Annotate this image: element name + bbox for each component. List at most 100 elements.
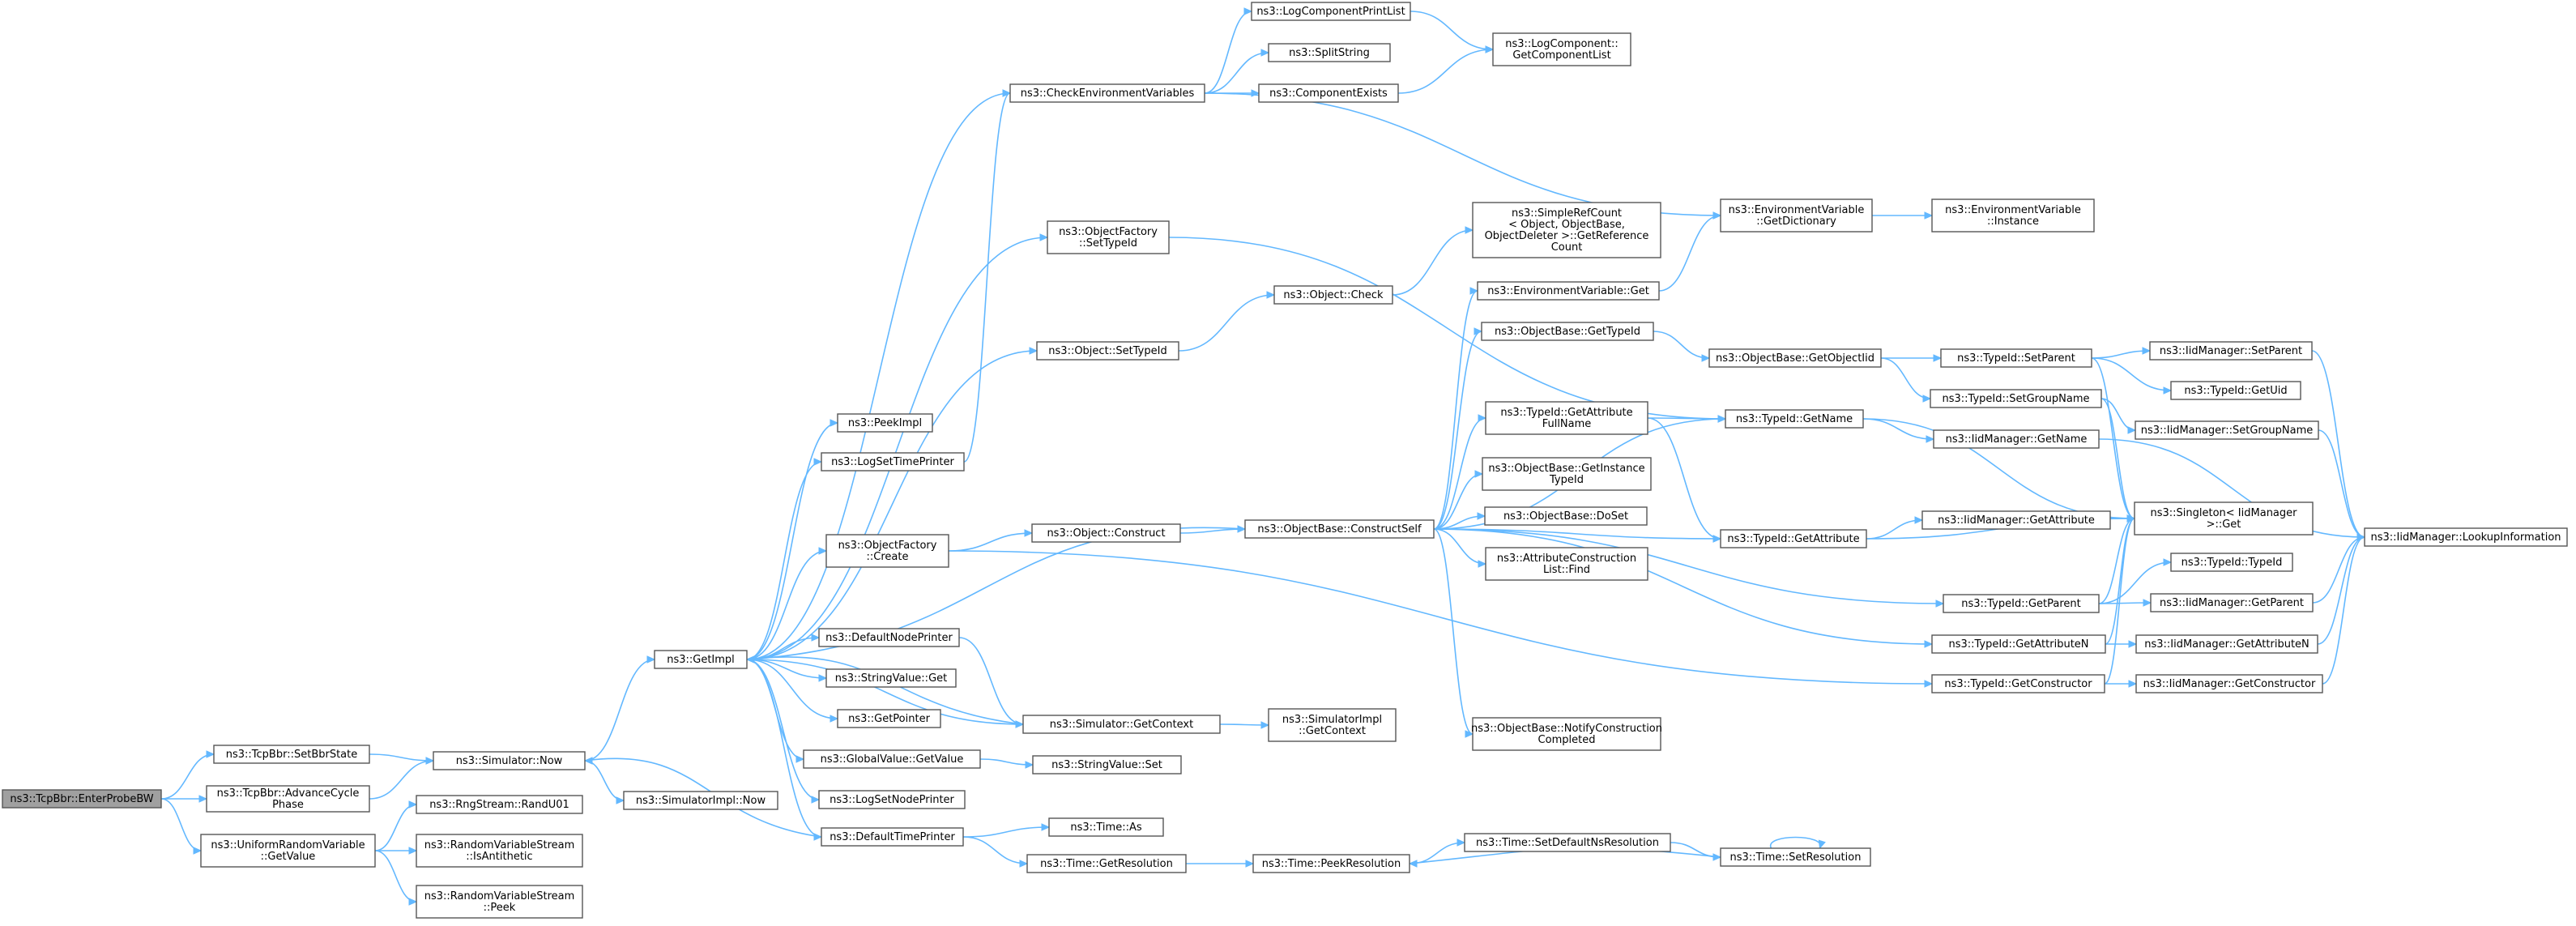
node-setBbrState[interactable]: ns3::TcpBbr::SetBbrState — [213, 745, 370, 764]
node-iidGetParent[interactable]: ns3::IidManager::GetParent — [2150, 593, 2314, 612]
node-logSetNodePrinter[interactable]: ns3::LogSetNodePrinter — [818, 790, 966, 809]
node-typeIdGetParent[interactable]: ns3::TypeId::GetParent — [1943, 594, 2100, 613]
node-timeGetResolution[interactable]: ns3::Time::GetResolution — [1026, 854, 1187, 873]
node-objectCheck[interactable]: ns3::Object::Check — [1273, 285, 1393, 305]
node-label: ::SetTypeId — [1079, 237, 1137, 250]
node-typeIdGetName[interactable]: ns3::TypeId::GetName — [1725, 409, 1864, 429]
node-iidGetName[interactable]: ns3::IidManager::GetName — [1933, 429, 2100, 449]
node-box — [2135, 634, 2318, 654]
node-box — [1273, 285, 1393, 305]
node-logCompGetList[interactable]: ns3::LogComponent::GetComponentList — [1492, 32, 1631, 66]
node-enterProbeBW[interactable]: ns3::TcpBbr::EnterProbeBW — [2, 789, 162, 809]
node-iidSetGroupName[interactable]: ns3::IidManager::SetGroupName — [2135, 420, 2319, 440]
node-stringValueGet[interactable]: ns3::StringValue::Get — [825, 668, 957, 688]
node-typeIdTypeId[interactable]: ns3::TypeId::TypeId — [2170, 553, 2293, 572]
node-label: ns3::ObjectBase::GetTypeId — [1495, 326, 1640, 338]
node-typeIdGetUid[interactable]: ns3::TypeId::GetUid — [2170, 381, 2301, 400]
node-componentExists[interactable]: ns3::ComponentExists — [1258, 83, 1399, 103]
edge-arrowhead — [1041, 823, 1051, 831]
node-randU01[interactable]: ns3::RngStream::RandU01 — [416, 795, 583, 814]
node-timeAs[interactable]: ns3::Time::As — [1048, 817, 1164, 837]
node-simNow[interactable]: ns3::Simulator::Now — [433, 751, 586, 770]
edge-objBaseConstructSelf-to-typeIdGetAttribute — [1433, 528, 1722, 543]
node-box — [1252, 854, 1410, 873]
node-iidGetAttributeN[interactable]: ns3::IidManager::GetAttributeN — [2135, 634, 2318, 654]
node-label: ns3::StringValue::Set — [1051, 759, 1162, 771]
edge-arrowhead — [2142, 347, 2152, 355]
node-typeIdGetAttributeN[interactable]: ns3::TypeId::GetAttributeN — [1931, 634, 2106, 654]
edge-timePeekResolution-to-timeSetDefaultNsRes — [1409, 839, 1466, 864]
node-objFactorySetTypeId[interactable]: ns3::ObjectFactory::SetTypeId — [1047, 220, 1170, 254]
edge-arrowhead — [1485, 45, 1495, 53]
node-envVarGetDictionary[interactable]: ns3::EnvironmentVariable::GetDictionary — [1720, 198, 1873, 233]
edge-arrowhead — [813, 458, 823, 466]
node-envVarInstance[interactable]: ns3::EnvironmentVariable::Instance — [1931, 198, 2095, 233]
edge-iidGetConstructor-to-iidLookupInfo — [2322, 533, 2366, 685]
node-box — [1940, 348, 2092, 368]
node-getImpl[interactable]: ns3::GetImpl — [654, 650, 748, 669]
node-label: Count — [1551, 241, 1583, 254]
node-splitString[interactable]: ns3::SplitString — [1268, 43, 1391, 62]
node-typeIdGetAttribute[interactable]: ns3::TypeId::GetAttribute — [1720, 529, 1867, 548]
node-iidLookupInfo[interactable]: ns3::IidManager::LookupInformation — [2364, 527, 2568, 547]
node-objBaseGetTypeId[interactable]: ns3::ObjectBase::GetTypeId — [1481, 322, 1654, 341]
node-objectSetTypeId[interactable]: ns3::Object::SetTypeId — [1036, 341, 1179, 361]
node-isAntithetic[interactable]: ns3::RandomVariableStream::IsAntithetic — [416, 834, 583, 868]
node-peekImpl[interactable]: ns3::PeekImpl — [837, 413, 933, 433]
edge-arrowhead — [1935, 600, 1945, 608]
edge-arrowhead — [2143, 599, 2152, 607]
node-urvGetValue[interactable]: ns3::UniformRandomVariable::GetValue — [200, 834, 376, 868]
node-typeIdGetConstructor[interactable]: ns3::TypeId::GetConstructor — [1931, 674, 2105, 693]
node-box — [623, 791, 778, 810]
node-logSetTimePrinter[interactable]: ns3::LogSetTimePrinter — [821, 452, 965, 472]
node-checkEnv[interactable]: ns3::CheckEnvironmentVariables — [1009, 83, 1205, 103]
node-objFactoryCreate[interactable]: ns3::ObjectFactory::Create — [825, 534, 949, 568]
node-rvsPeek[interactable]: ns3::RandomVariableStream::Peek — [416, 885, 583, 919]
edge-line — [2098, 438, 2365, 538]
edge-arrowhead — [1924, 680, 1934, 688]
node-defaultNodePrinter[interactable]: ns3::DefaultNodePrinter — [818, 628, 960, 647]
node-box — [818, 628, 960, 647]
node-globalValueGetValue[interactable]: ns3::GlobalValue::GetValue — [803, 749, 981, 769]
node-simImplNow[interactable]: ns3::SimulatorImpl::Now — [623, 791, 778, 810]
node-label: ns3::LogSetNodePrinter — [830, 794, 954, 806]
node-timeSetResolution[interactable]: ns3::Time::SetResolution — [1720, 847, 1871, 867]
node-timeSetDefaultNsRes[interactable]: ns3::Time::SetDefaultNsResolution — [1464, 833, 1671, 852]
edge-arrowhead — [646, 655, 656, 664]
node-typeIdSetGroupName[interactable]: ns3::TypeId::SetGroupName — [1930, 389, 2102, 408]
node-envVarGet[interactable]: ns3::EnvironmentVariable::Get — [1477, 281, 1660, 301]
node-simpleRefCount[interactable]: ns3::SimpleRefCount< Object, ObjectBase,… — [1472, 202, 1661, 258]
node-objBaseDoSet[interactable]: ns3::ObjectBase::DoSet — [1484, 506, 1648, 526]
edge-arrowhead — [830, 419, 839, 427]
node-typeIdSetParent[interactable]: ns3::TypeId::SetParent — [1940, 348, 2092, 368]
node-label: ns3::LogSetTimePrinter — [831, 456, 954, 468]
node-objBaseNotify[interactable]: ns3::ObjectBase::NotifyConstructionCompl… — [1471, 717, 1662, 751]
edge-typeIdSetGroupName-to-singletonGet — [2100, 398, 2136, 523]
edge-getImpl-to-stringValueGet — [746, 659, 828, 682]
node-logCompPrintList[interactable]: ns3::LogComponentPrintList — [1251, 2, 1411, 21]
node-objectConstruct[interactable]: ns3::Object::Construct — [1031, 523, 1181, 543]
node-timePeekResolution[interactable]: ns3::Time::PeekResolution — [1252, 854, 1410, 873]
node-simGetContext[interactable]: ns3::Simulator::GetContext — [1022, 715, 1221, 734]
node-box — [2134, 501, 2314, 536]
node-iidSetParent[interactable]: ns3::IidManager::SetParent — [2149, 341, 2313, 361]
edge-arrowhead — [745, 655, 755, 664]
edge-objBaseConstructSelf-to-objBaseGetTypeId — [1433, 327, 1483, 530]
node-simImplGetContext[interactable]: ns3::SimulatorImpl::GetContext — [1268, 708, 1397, 742]
node-getPointer[interactable]: ns3::GetPointer — [837, 709, 941, 728]
node-box — [1258, 83, 1399, 103]
node-objBaseConstructSelf[interactable]: ns3::ObjectBase::ConstructSelf — [1244, 519, 1435, 539]
node-objBaseGetObjectIid[interactable]: ns3::ObjectBase::GetObjectIid — [1708, 348, 1882, 368]
node-stringValueSet[interactable]: ns3::StringValue::Set — [1032, 755, 1182, 775]
node-iidGetAttribute[interactable]: ns3::IidManager::GetAttribute — [1921, 510, 2111, 530]
node-singletonGet[interactable]: ns3::Singleton< IidManager>::Get — [2134, 501, 2314, 536]
node-iidGetConstructor[interactable]: ns3::IidManager::GetConstructor — [2135, 674, 2323, 693]
node-box — [1930, 389, 2102, 408]
edge-line — [2317, 536, 2365, 645]
edge-typeIdGetParent-to-typeIdTypeId — [2098, 558, 2173, 604]
node-defaultTimePrinter[interactable]: ns3::DefaultTimePrinter — [821, 827, 964, 847]
